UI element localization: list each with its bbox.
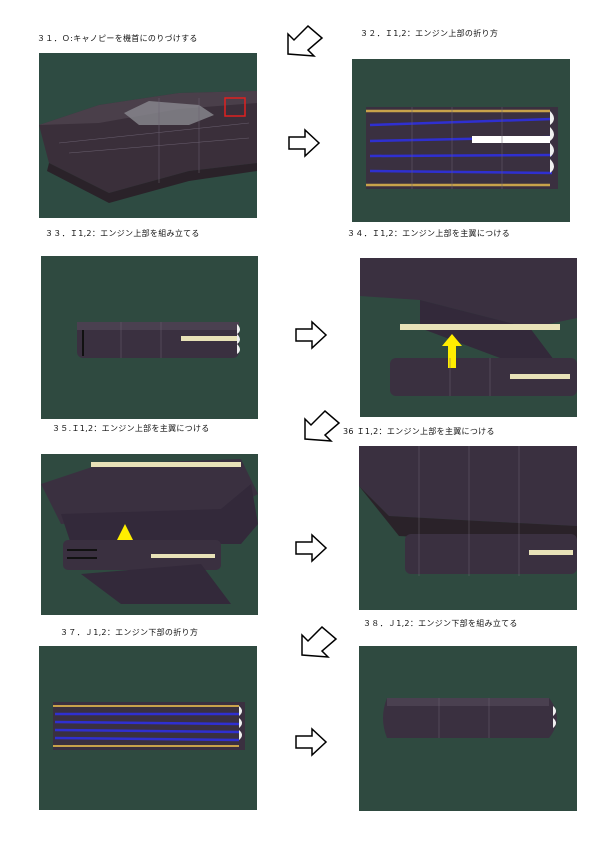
arrow-31-to-32 — [286, 24, 324, 58]
arrow-33-to-34 — [294, 320, 328, 350]
step-36-caption: 36 Ｉ1,2：エンジン上部を主翼につける — [343, 427, 495, 436]
step-36-photo — [359, 446, 577, 610]
step-33-photo — [41, 256, 258, 419]
step-38-caption: ３８．Ｊ1,2：エンジン下部を組み立てる — [363, 619, 518, 628]
step-37-caption: ３７．Ｊ1,2：エンジン下部の折り方 — [60, 628, 199, 637]
step-35-caption: ３５.Ｉ1,2：エンジン上部を主翼につける — [52, 424, 210, 433]
step-33-caption: ３３．Ｉ1,2：エンジン上部を組み立てる — [45, 229, 200, 238]
arrow-34-to-35 — [303, 409, 341, 443]
arrow-35-to-36 — [294, 533, 328, 563]
arrow-31-to-32-right — [287, 128, 321, 158]
step-34-caption: ３４．Ｉ1,2：エンジン上部を主翼につける — [347, 229, 511, 238]
step-31-caption: ３１．Ｏ:キャノピーを機首にのりづけする — [37, 34, 198, 43]
step-35-photo — [41, 454, 258, 615]
step-31-photo — [39, 53, 257, 218]
step-32-photo — [352, 59, 570, 222]
step-38-photo — [359, 646, 577, 811]
step-37-photo — [39, 646, 257, 810]
step-32-caption: ３２．Ｉ1,2：エンジン上部の折り方 — [360, 29, 499, 38]
step-34-photo — [360, 258, 577, 417]
arrow-36-to-37 — [300, 625, 338, 659]
arrow-37-to-38 — [294, 727, 328, 757]
